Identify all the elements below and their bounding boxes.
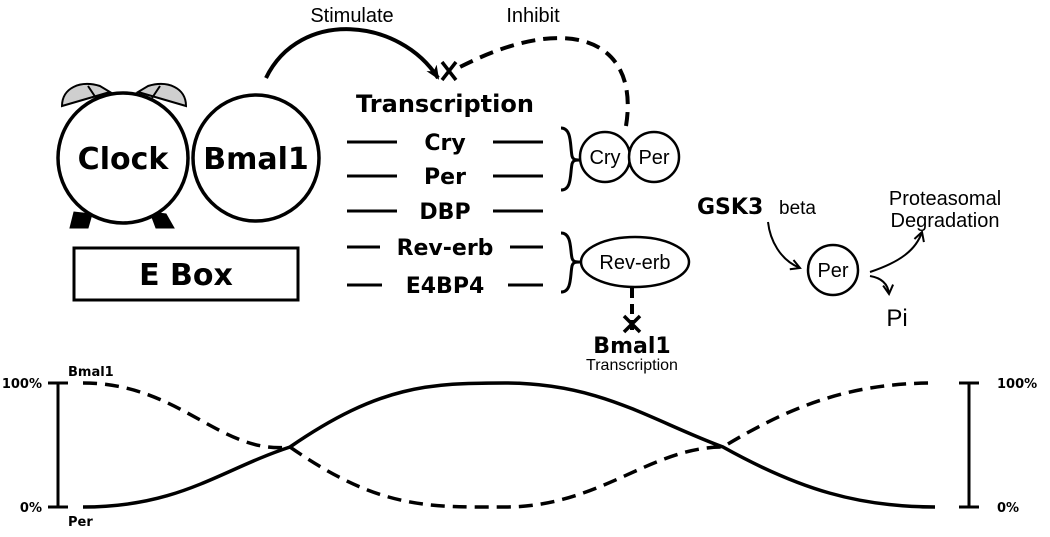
gene-row-e4bp4: E4BP4 xyxy=(347,274,543,299)
gene-label: Cry xyxy=(424,131,465,156)
left-100-tick: 100% xyxy=(2,377,42,392)
inhibit-label: Inhibit xyxy=(506,5,560,27)
bmal1-output-label: Bmal1 xyxy=(593,334,670,359)
bmal1-curve xyxy=(82,381,936,509)
bmal1-output-sublabel: Transcription xyxy=(586,357,678,374)
alarm-bell-left-icon xyxy=(60,83,113,108)
clock-label: Clock xyxy=(78,142,170,177)
transcription-title: Transcription xyxy=(356,90,534,118)
gene-label: E4BP4 xyxy=(406,274,485,299)
gene-row-per: Per xyxy=(347,165,543,190)
per-curve xyxy=(82,381,936,509)
ebox-box xyxy=(72,246,300,302)
rev-erb-protein-ellipse xyxy=(579,235,691,289)
right-100-tick: 100% xyxy=(997,377,1037,392)
cry-protein-label: Cry xyxy=(589,147,620,169)
gsk3-label: GSK3 xyxy=(697,195,763,220)
alarm-bell-right-icon xyxy=(135,83,188,108)
degradation-line1: Proteasomal xyxy=(889,188,1001,210)
clock-circle xyxy=(56,91,190,225)
per-protein-circle xyxy=(627,130,681,184)
gsk3-to-per-arrow xyxy=(767,221,800,268)
ebox-label: E Box xyxy=(139,258,233,293)
left-0-tick: 0% xyxy=(20,501,42,516)
gene-label: Per xyxy=(424,165,466,190)
per-phospho-circle xyxy=(806,243,860,297)
right-percent-scale xyxy=(959,381,979,509)
gene-label: DBP xyxy=(419,200,470,225)
inhibit-arrow xyxy=(457,36,630,127)
left-percent-scale xyxy=(48,381,68,509)
gene-row-cry: Cry xyxy=(347,131,543,156)
cry-per-brace xyxy=(560,126,581,192)
rev-erb-protein-label: Rev-erb xyxy=(599,252,670,274)
per-protein-label: Per xyxy=(638,147,669,169)
inhibit-block-mark xyxy=(440,60,458,82)
per-to-degradation-arrow xyxy=(869,232,922,273)
stimulate-arrow xyxy=(264,27,440,80)
per-phospho-label: Per xyxy=(817,260,848,282)
bmal1-label: Bmal1 xyxy=(203,142,309,177)
bmal1-circle xyxy=(191,93,321,223)
bmal1-series-label: Bmal1 xyxy=(68,365,114,380)
per-series-label: Per xyxy=(68,515,93,530)
stimulate-label: Stimulate xyxy=(310,5,393,27)
gsk3-beta-label: beta xyxy=(779,198,816,219)
per-to-pi-arrow xyxy=(869,275,889,294)
rev-erb-block-mark xyxy=(622,314,642,334)
gene-row-rev-erb: Rev-erb xyxy=(347,236,543,261)
gene-label: Rev-erb xyxy=(397,236,494,261)
right-0-tick: 0% xyxy=(997,501,1019,516)
degradation-line2: Degradation xyxy=(891,210,1000,232)
pi-label: Pi xyxy=(886,305,907,332)
gene-row-dbp: DBP xyxy=(347,200,543,225)
rev-erb-brace xyxy=(560,231,581,294)
